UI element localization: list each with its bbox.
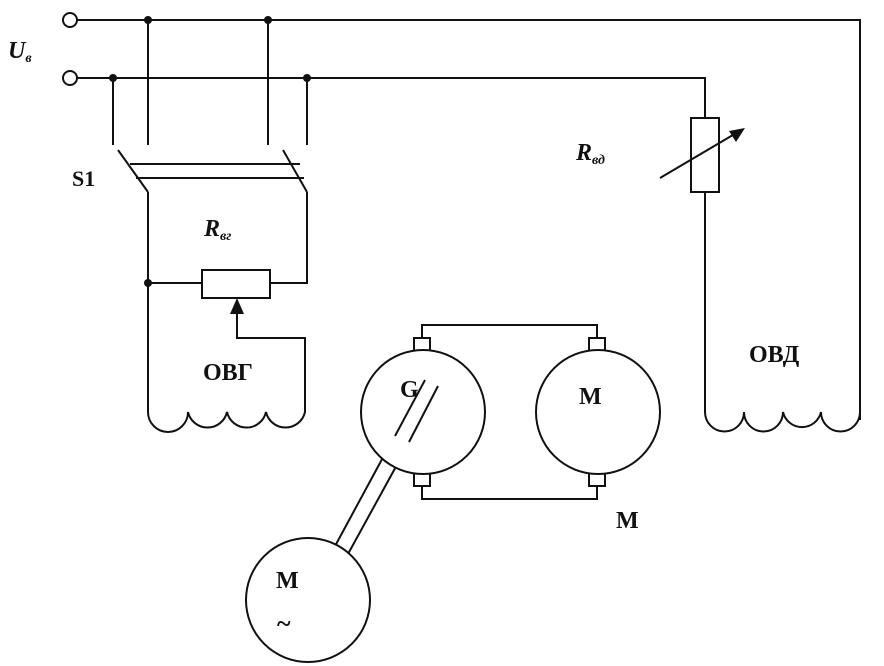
supply-bus-top bbox=[77, 19, 861, 420]
supply-bus-bottom bbox=[77, 77, 706, 118]
rheostat-motor bbox=[690, 117, 720, 193]
supply-label-sub: в bbox=[25, 51, 32, 66]
supply-terminal-bottom bbox=[62, 70, 78, 86]
rheostat-motor-sub: вд bbox=[592, 153, 605, 168]
motor-label: М bbox=[616, 508, 639, 534]
switch-blade bbox=[282, 149, 308, 193]
wire bbox=[270, 192, 308, 284]
generator-circle bbox=[360, 349, 486, 475]
shaft bbox=[408, 385, 439, 443]
rheostat-generator-sub: вг bbox=[220, 229, 231, 244]
supply-terminal-top bbox=[62, 12, 78, 28]
rheostat-generator-main: R bbox=[203, 216, 220, 242]
field-winding-generator bbox=[147, 400, 306, 433]
field-winding-motor bbox=[704, 400, 861, 433]
wiper-arrow-icon bbox=[230, 298, 244, 314]
shaft bbox=[394, 379, 426, 437]
variable-arrow bbox=[659, 131, 739, 179]
rheostat-motor-main: R bbox=[575, 140, 592, 166]
motor-ac-circle bbox=[245, 537, 371, 663]
motor-dc-label: М bbox=[579, 384, 602, 410]
rheostat-generator-label: Rвг bbox=[203, 216, 231, 244]
rheostat-generator bbox=[201, 269, 271, 299]
switch-label: S1 bbox=[72, 166, 95, 191]
rheostat-motor-label: Rвд bbox=[575, 140, 605, 168]
supply-label-main: U bbox=[8, 38, 27, 64]
armature-wire-bottom bbox=[421, 486, 598, 500]
field-generator-label: ОВГ bbox=[203, 360, 253, 386]
armature-wire-top bbox=[421, 324, 598, 338]
motor-dc-circle bbox=[535, 349, 661, 475]
supply-label: Uв bbox=[8, 38, 32, 66]
rheostat-wiper bbox=[236, 312, 306, 400]
motor-ac-label: М bbox=[276, 568, 299, 594]
variable-arrow-icon bbox=[729, 128, 745, 142]
switch-blade bbox=[117, 149, 149, 193]
field-motor-label: ОВД bbox=[749, 342, 800, 368]
generator-label: G bbox=[400, 377, 419, 403]
ac-symbol: ~ bbox=[277, 609, 291, 638]
